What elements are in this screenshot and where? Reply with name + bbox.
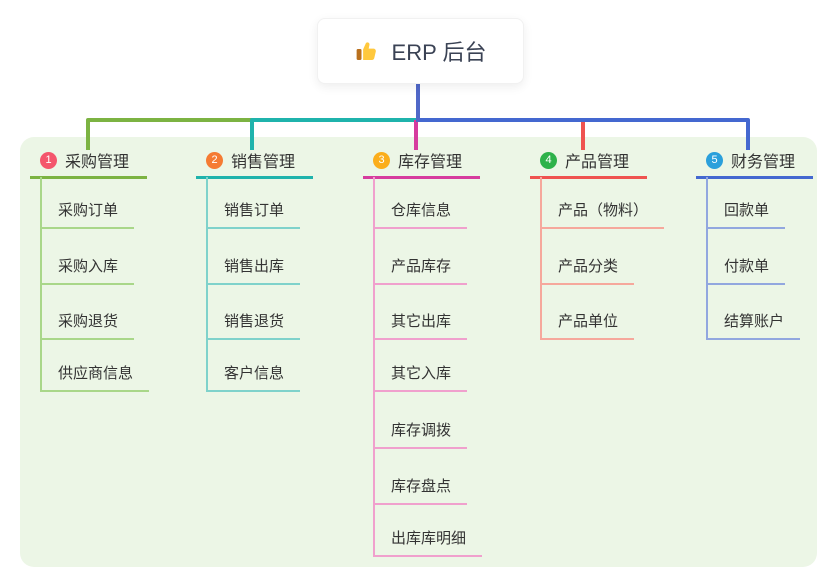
- branch-5-item-2[interactable]: 付款单: [706, 257, 786, 285]
- branch-4-item-3[interactable]: 产品单位: [540, 312, 635, 340]
- branch-5-item-1[interactable]: 回款单: [706, 201, 786, 229]
- branch-1-item-4[interactable]: 供应商信息: [40, 364, 150, 392]
- branch-3-title: 库存管理: [398, 154, 463, 171]
- branch-3-item-5[interactable]: 库存调拨: [373, 421, 468, 449]
- branch-2-item-1[interactable]: 销售订单: [206, 201, 301, 229]
- branch-3-item-1[interactable]: 仓库信息: [373, 201, 468, 229]
- branch-3-child-line: [373, 177, 375, 557]
- branch-1-item-2[interactable]: 采购入库: [40, 257, 135, 285]
- branch-5-title: 财务管理: [731, 154, 796, 171]
- branch-5-badge: 5: [706, 151, 723, 169]
- branch-4-item-1[interactable]: 产品（物料）: [540, 201, 665, 229]
- branch-5-topic[interactable]: 5 财务管理: [696, 148, 813, 179]
- branch-2-topic[interactable]: 2 销售管理: [196, 148, 313, 179]
- branch-3-item-3[interactable]: 其它出库: [373, 312, 468, 340]
- branch-1-topic[interactable]: 1 采购管理: [30, 148, 147, 179]
- branch-4-item-2[interactable]: 产品分类: [540, 257, 635, 285]
- branch-3-item-6[interactable]: 库存盘点: [373, 477, 468, 505]
- branch-4-child-line: [540, 177, 542, 340]
- branch-4-badge: 4: [540, 151, 557, 169]
- branch-2-item-3[interactable]: 销售退货: [206, 312, 301, 340]
- branch-3-topic[interactable]: 3 库存管理: [363, 148, 480, 179]
- branch-3-item-4[interactable]: 其它入库: [373, 364, 468, 392]
- branch-3-item-2[interactable]: 产品库存: [373, 257, 468, 285]
- branch-2-title: 销售管理: [231, 154, 296, 171]
- root-node[interactable]: ERP 后台: [317, 18, 524, 84]
- branch-1-item-1[interactable]: 采购订单: [40, 201, 135, 229]
- branch-3-badge: 3: [373, 151, 390, 169]
- branch-5-item-3[interactable]: 结算账户: [706, 312, 801, 340]
- root-title: ERP 后台: [391, 40, 487, 65]
- branch-2-item-4[interactable]: 客户信息: [206, 364, 301, 392]
- branch-1-title: 采购管理: [65, 154, 130, 171]
- branch-4-topic[interactable]: 4 产品管理: [530, 148, 647, 179]
- branch-2-badge: 2: [206, 151, 223, 169]
- branch-5-child-line: [706, 177, 708, 340]
- branch-3-item-7[interactable]: 出库库明细: [373, 529, 483, 557]
- branch-2-item-2[interactable]: 销售出库: [206, 257, 301, 285]
- branch-1-badge: 1: [40, 151, 57, 169]
- branch-4-title: 产品管理: [565, 154, 630, 171]
- branches-panel: [20, 137, 817, 567]
- thumbs-up-icon: [356, 42, 376, 60]
- branch-1-item-3[interactable]: 采购退货: [40, 312, 135, 340]
